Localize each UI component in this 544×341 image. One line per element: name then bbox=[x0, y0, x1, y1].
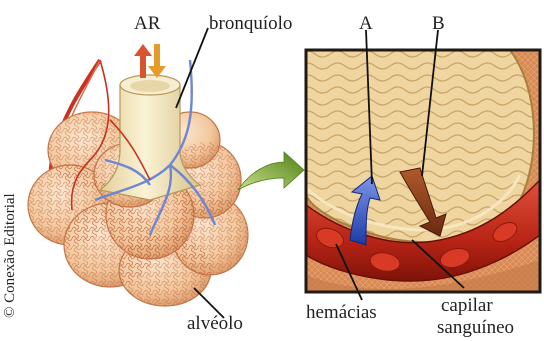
air-in-arrow bbox=[134, 44, 152, 78]
label-a: A bbox=[359, 14, 373, 33]
label-alveolo: alvéolo bbox=[187, 314, 243, 333]
label-hemacias: hemácias bbox=[306, 303, 377, 322]
label-ar: AR bbox=[134, 14, 160, 33]
copyright-notice: © Conexão Editorial bbox=[2, 193, 19, 318]
zoom-transition-arrow bbox=[238, 152, 304, 190]
alveolus-interior bbox=[306, 50, 534, 242]
air-flow-arrows bbox=[134, 44, 166, 78]
label-b: B bbox=[432, 14, 445, 33]
air-out-arrow bbox=[148, 44, 166, 78]
label-bronquiolo: bronquíolo bbox=[209, 14, 292, 33]
alveolar-cluster bbox=[28, 44, 248, 306]
label-capilar-line2: sanguíneo bbox=[437, 318, 514, 337]
label-capilar-line1: capilar bbox=[441, 296, 493, 315]
